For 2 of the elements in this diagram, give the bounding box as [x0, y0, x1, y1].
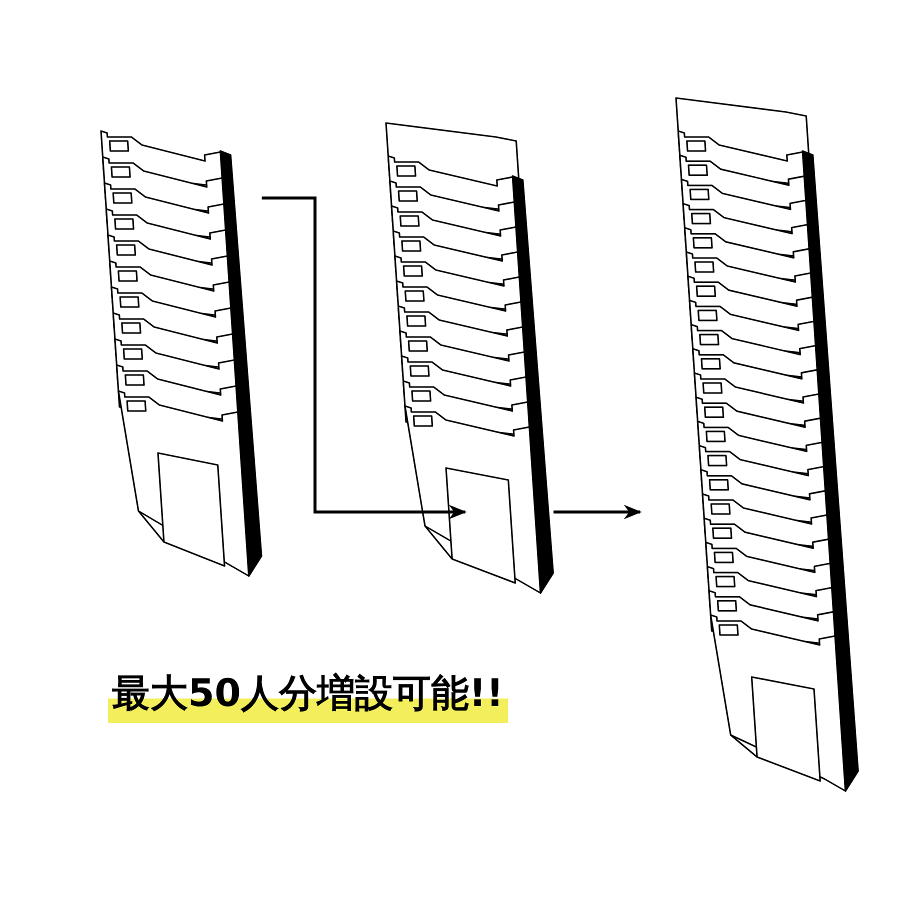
arrow [554, 504, 642, 520]
arrow [262, 196, 467, 520]
